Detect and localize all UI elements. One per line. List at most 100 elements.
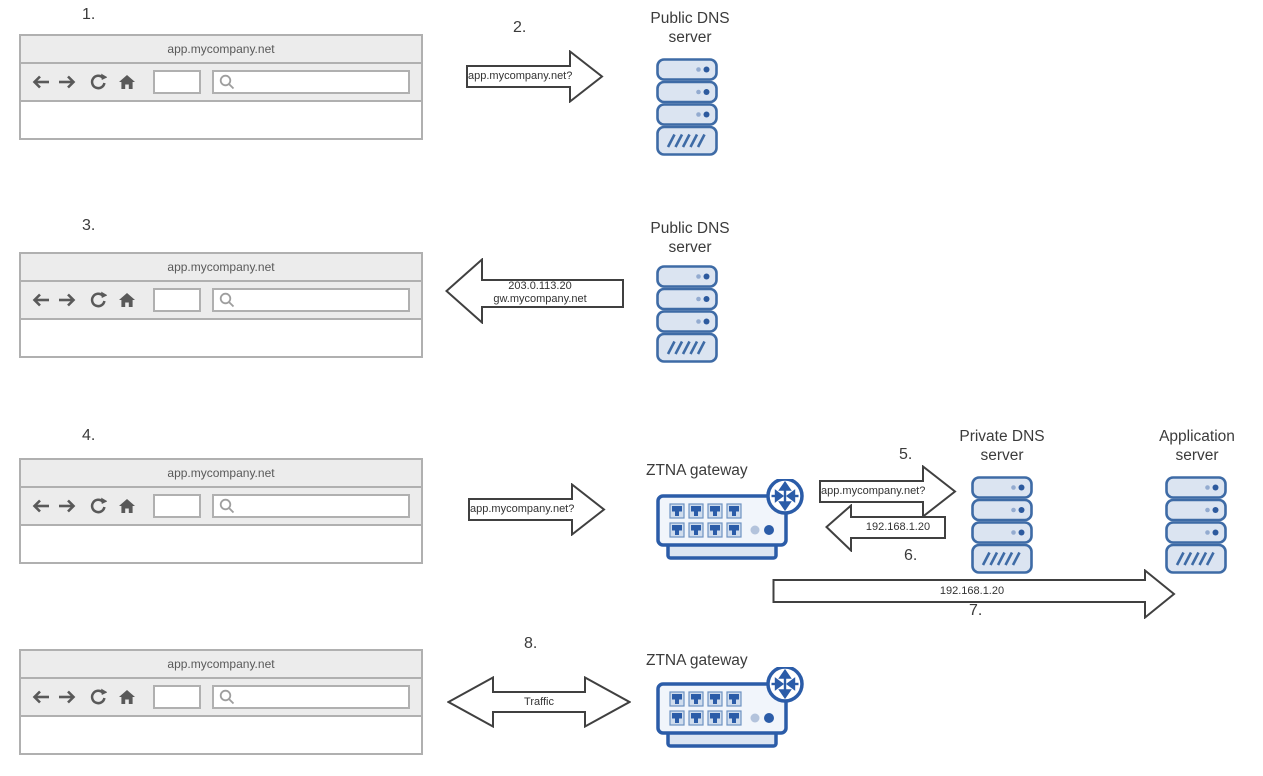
step-label-1: 1. — [82, 6, 96, 23]
home-icon — [118, 498, 136, 514]
arrow-private-dns-response — [825, 504, 946, 552]
search-input[interactable] — [236, 688, 396, 706]
arrow-query-private-dns — [819, 465, 957, 518]
step-label-4: 4. — [82, 427, 96, 444]
browser-window-2: app.mycompany.net — [19, 252, 423, 358]
forward-button[interactable] — [57, 73, 77, 91]
node-label-line: Public DNS — [650, 10, 730, 27]
reload-button[interactable] — [88, 291, 108, 309]
back-button[interactable] — [31, 497, 51, 515]
reload-button[interactable] — [88, 688, 108, 706]
home-icon — [118, 689, 136, 705]
forward-button[interactable] — [57, 497, 77, 515]
application-server-label: Application server — [1132, 427, 1262, 465]
reload-icon — [89, 73, 107, 91]
public-dns-server-label-1: Public DNS server — [625, 9, 755, 47]
reload-button[interactable] — [88, 497, 108, 515]
browser-toolbar — [19, 679, 423, 717]
back-arrow-icon — [31, 292, 51, 308]
search-input[interactable] — [236, 73, 396, 91]
forward-button[interactable] — [57, 688, 77, 706]
ztna-gateway-label-2: ZTNA gateway — [646, 652, 748, 669]
private-dns-server-label: Private DNS server — [937, 427, 1067, 465]
reload-icon — [89, 291, 107, 309]
ztna-gateway-icon-1 — [656, 479, 806, 564]
node-label-line: server — [668, 29, 712, 46]
search-input[interactable] — [236, 291, 396, 309]
search-box[interactable] — [212, 685, 410, 709]
node-label-line: Application — [1159, 428, 1235, 445]
browser-window-4: app.mycompany.net — [19, 649, 423, 755]
public-dns-server-icon-2 — [656, 265, 718, 363]
browser-titlebar: app.mycompany.net — [19, 458, 423, 488]
browser-url: app.mycompany.net — [167, 42, 275, 56]
arrow-caption-traffic: Traffic — [524, 696, 554, 708]
arrow-caption-query-public: app.mycompany.net? — [468, 70, 573, 82]
arrow-query-public-dns — [466, 50, 604, 103]
arrow-caption-private-response: 192.168.1.20 — [865, 521, 931, 533]
search-box[interactable] — [212, 70, 410, 94]
browser-url: app.mycompany.net — [167, 260, 275, 274]
browser-toolbar — [19, 488, 423, 526]
arrow-connect-app-server — [772, 569, 1176, 619]
back-arrow-icon — [31, 689, 51, 705]
browser-titlebar: app.mycompany.net — [19, 252, 423, 282]
step-label-7: 7. — [969, 602, 983, 619]
step-label-3: 3. — [82, 217, 96, 234]
forward-button[interactable] — [57, 291, 77, 309]
public-dns-server-label-2: Public DNS server — [625, 219, 755, 257]
back-arrow-icon — [31, 74, 51, 90]
browser-content-area — [19, 102, 423, 140]
browser-titlebar: app.mycompany.net — [19, 649, 423, 679]
dns-response-ip: 203.0.113.20 — [508, 280, 572, 292]
step-label-6: 6. — [904, 547, 918, 564]
arrow-caption-connect-app: 192.168.1.20 — [939, 585, 1005, 597]
home-icon — [118, 292, 136, 308]
browser-url: app.mycompany.net — [167, 466, 275, 480]
small-input-box[interactable] — [153, 494, 201, 518]
ztna-gateway-label-1: ZTNA gateway — [646, 462, 748, 479]
browser-content-area — [19, 320, 423, 358]
ztna-gateway-icon-2 — [656, 667, 806, 752]
search-box[interactable] — [212, 288, 410, 312]
node-label-line: Public DNS — [650, 220, 730, 237]
node-label-line: Private DNS — [959, 428, 1045, 445]
back-arrow-icon — [31, 498, 51, 514]
search-box[interactable] — [212, 494, 410, 518]
browser-content-area — [19, 717, 423, 755]
browser-toolbar — [19, 64, 423, 102]
browser-content-area — [19, 526, 423, 564]
arrow-public-dns-response — [445, 258, 624, 324]
browser-window-1: app.mycompany.net — [19, 34, 423, 140]
small-input-box[interactable] — [153, 685, 201, 709]
application-server-icon — [1165, 476, 1227, 574]
forward-arrow-icon — [57, 292, 77, 308]
forward-arrow-icon — [57, 689, 77, 705]
forward-arrow-icon — [57, 498, 77, 514]
home-button[interactable] — [117, 291, 137, 309]
search-icon — [218, 291, 236, 309]
search-icon — [218, 73, 236, 91]
home-button[interactable] — [117, 688, 137, 706]
node-label-line: server — [980, 447, 1024, 464]
back-button[interactable] — [31, 73, 51, 91]
search-icon — [218, 497, 236, 515]
home-button[interactable] — [117, 73, 137, 91]
forward-arrow-icon — [57, 74, 77, 90]
search-icon — [218, 688, 236, 706]
arrow-traffic — [447, 676, 631, 728]
node-label-line: server — [668, 239, 712, 256]
step-label-8: 8. — [524, 635, 538, 652]
reload-button[interactable] — [88, 73, 108, 91]
step-label-2: 2. — [513, 19, 527, 36]
arrow-query-ztna-gateway — [468, 483, 606, 536]
home-button[interactable] — [117, 497, 137, 515]
small-input-box[interactable] — [153, 70, 201, 94]
arrow-caption-query-gateway: app.mycompany.net? — [470, 503, 575, 515]
back-button[interactable] — [31, 291, 51, 309]
small-input-box[interactable] — [153, 288, 201, 312]
back-button[interactable] — [31, 688, 51, 706]
node-label-line: server — [1175, 447, 1219, 464]
search-input[interactable] — [236, 497, 396, 515]
arrow-caption-dns-response: 203.0.113.20 gw.mycompany.net — [484, 280, 596, 306]
